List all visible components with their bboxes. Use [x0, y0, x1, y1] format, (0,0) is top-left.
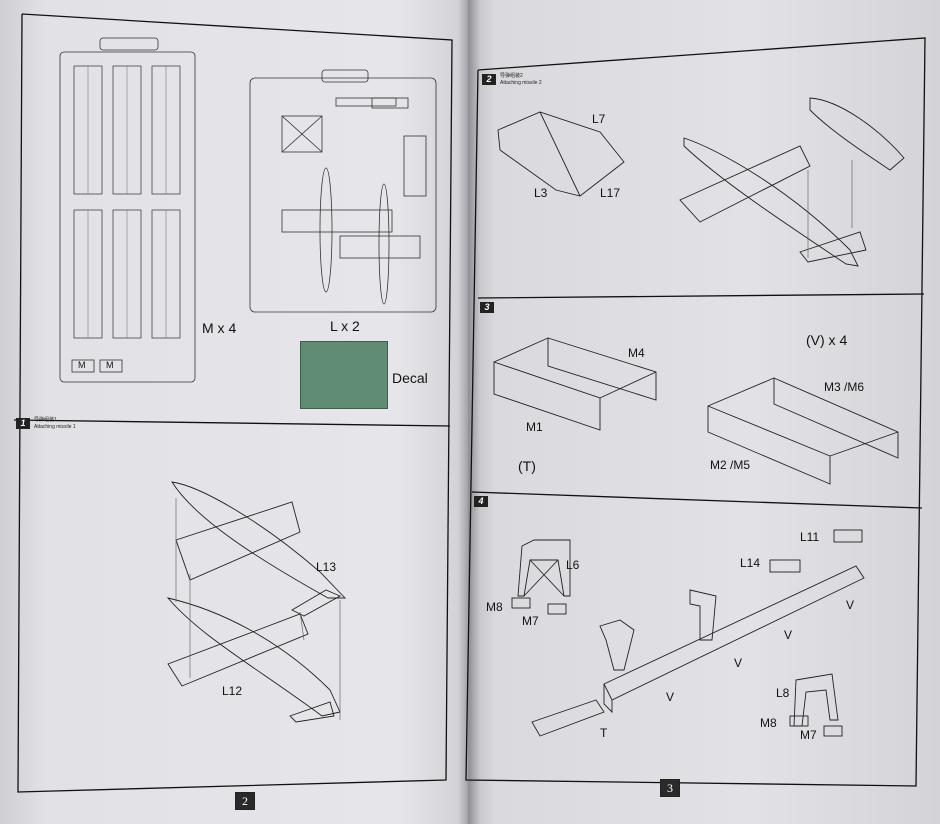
sprue-l-drawing [249, 69, 437, 313]
assembly-label-v: V [734, 656, 743, 670]
left-step-divider [13, 419, 451, 427]
assembly-label-v: V [846, 598, 855, 612]
step2-missile-drawing [497, 97, 905, 267]
sprue-m-count-label: M x 4 [202, 320, 237, 336]
sprue-m-drawing [59, 37, 196, 383]
part-label-m8: M8 [760, 716, 777, 730]
part-label-l17: L17 [600, 186, 621, 200]
step3-rack-drawing [493, 337, 899, 485]
step-caption-en: Attaching missile 1 [34, 424, 76, 430]
part-label-l11: L11 [800, 530, 820, 544]
sprue-m-tag: M [106, 360, 114, 370]
page-gutter [458, 0, 480, 824]
right-page-frame [465, 37, 926, 787]
right-step-divider-2 [477, 293, 925, 299]
part-label-m7: M7 [800, 728, 817, 742]
decal-sheet-image [300, 341, 388, 409]
part-label-l13: L13 [316, 560, 337, 574]
part-label-m7: M7 [522, 614, 539, 628]
step-number-badge: 3 [480, 302, 494, 313]
part-label-l6: L6 [566, 558, 580, 572]
step1-missile-drawing [166, 481, 347, 723]
decal-label: Decal [392, 370, 428, 386]
part-label-l12: L12 [222, 684, 243, 698]
right-step-divider-3 [471, 491, 923, 509]
part-label-l14: L14 [740, 556, 761, 570]
assembly-label-v: V [666, 690, 675, 704]
step-number-badge: 1 [16, 418, 30, 429]
part-label-l3: L3 [534, 186, 548, 200]
sprue-l-count-label: L x 2 [330, 318, 360, 334]
sprue-m-tag: M [78, 360, 86, 370]
step4-rack-assembly-drawing [511, 529, 865, 737]
assembly-label-v-count: (V) x 4 [806, 332, 848, 348]
left-page-frame [17, 13, 453, 793]
left-page [0, 0, 468, 824]
part-label-m1: M1 [526, 420, 543, 434]
part-label-m4: M4 [628, 346, 645, 360]
step-caption-cn: 导弹组装2 [500, 73, 523, 79]
step-number-badge: 4 [474, 496, 488, 507]
part-label-l7: L7 [592, 112, 606, 126]
part-label-l8: L8 [776, 686, 790, 700]
part-label-m3-m6: M3 /M6 [824, 380, 865, 394]
step-caption-cn: 导弹组装1 [34, 417, 57, 423]
assembly-label-v: V [784, 628, 793, 642]
page-number-right: 3 [660, 779, 680, 797]
assembly-label-t: (T) [518, 458, 536, 474]
part-label-m2-m5: M2 /M5 [710, 458, 751, 472]
part-label-m8: M8 [486, 600, 503, 614]
page-number-left: 2 [235, 792, 255, 810]
assembly-label-t: T [600, 726, 608, 740]
step-number-badge: 2 [482, 74, 496, 85]
step-caption-en: Attaching missile 2 [500, 80, 542, 86]
